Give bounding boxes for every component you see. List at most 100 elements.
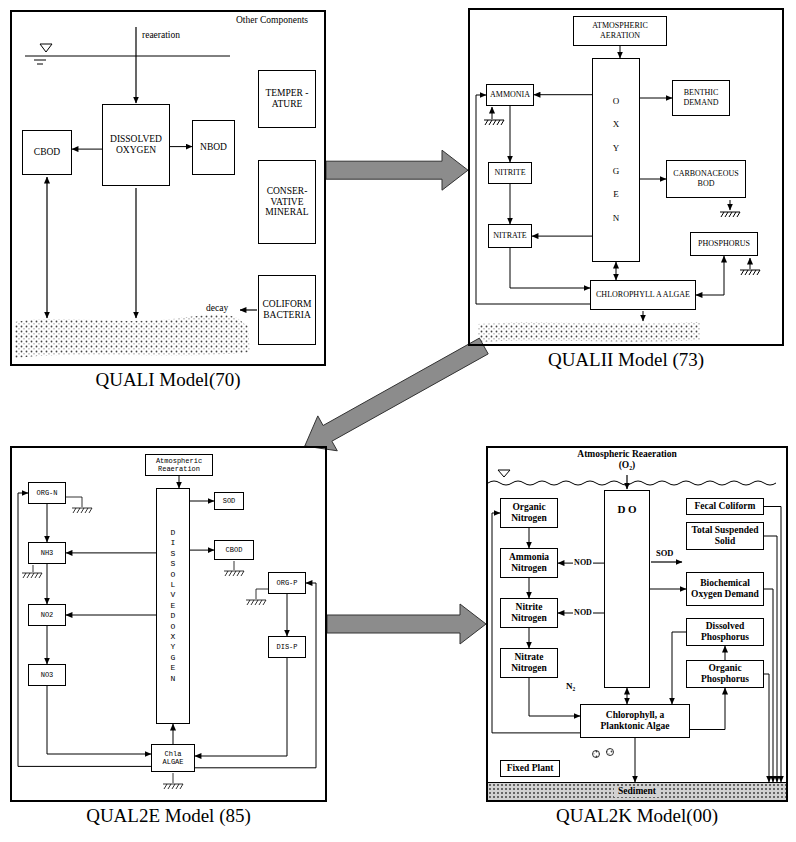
sediment-link [173, 773, 174, 783]
transition-arrow [305, 338, 488, 451]
node-text: PHOSPHORUS [698, 239, 750, 249]
connector [650, 589, 686, 590]
node-text: NO3 [41, 671, 54, 679]
node-text: Organic Phosphorus [689, 663, 761, 685]
connector [764, 536, 777, 782]
connector [510, 248, 590, 288]
node-text: Atmospheric Reaeration [147, 457, 211, 474]
node-text: Organic Nitrogen [503, 502, 555, 524]
process-box: ORG-N [28, 482, 66, 504]
process-box: Organic Phosphorus [686, 660, 764, 688]
node-text: CARBONACEOUS BOD [669, 169, 743, 188]
connector [725, 646, 726, 660]
model-panel: QUALII Model (73)ATMOSPHERIC AERATIONAMM… [468, 8, 784, 346]
process-box: DISSOLVED OXYGEN [102, 104, 170, 186]
process-box: Nitrite Nitrogen [500, 598, 558, 628]
connector [529, 528, 530, 548]
sediment-band: Sediment [488, 782, 786, 800]
sediment-link [33, 565, 34, 572]
connector [173, 724, 174, 744]
node-text: NO2 [41, 611, 54, 619]
annotation-label: Other Components [236, 15, 308, 26]
process-box: NBOD [192, 120, 235, 175]
process-box: Fixed Plant [500, 760, 560, 777]
process-box: DIS-P [268, 636, 306, 658]
sediment-symbol [224, 571, 244, 576]
sediment-bed [15, 315, 250, 358]
node-text: NITRATE [493, 231, 526, 241]
connector [764, 674, 769, 782]
connector [47, 564, 48, 604]
node-text: NH3 [41, 549, 54, 557]
node-text: Nitrite Nitrogen [503, 602, 555, 624]
sediment-symbol [163, 784, 183, 789]
model-caption: QUALI Model(70) [12, 370, 324, 391]
connector [529, 678, 580, 716]
sediment-symbol [22, 573, 42, 578]
node-text: NBOD [200, 142, 227, 153]
oxygen-column: D O [604, 490, 650, 688]
process-box: CONSER- VATIVE MINERAL [258, 160, 316, 244]
connector [72, 149, 102, 150]
sediment-symbol [740, 270, 760, 275]
water-level-symbol [40, 44, 52, 52]
process-box: Nitrate Nitrogen [500, 648, 558, 678]
node-text: CHLOROPHYLL A ALGAE [596, 290, 690, 300]
connector [672, 632, 686, 704]
node-text: COLIFORM BACTERIA [261, 299, 313, 321]
annotation-label: reaeration [142, 30, 180, 41]
sediment-link [256, 589, 268, 599]
node-text: NITRITE [494, 168, 525, 178]
node-text: CBOD [34, 147, 60, 158]
connector [616, 262, 617, 280]
connector [529, 578, 530, 598]
node-text: Total Suspended Solid [689, 525, 761, 547]
connector [179, 476, 180, 488]
annotation-label: N₂ [566, 682, 575, 692]
node-text: Biochemical Oxygen Demand [689, 578, 761, 600]
connector [66, 615, 156, 616]
process-box: Chlorophyll, a Planktonic Algae [580, 704, 690, 738]
node-text: DISSOLVED OXYGEN [169, 528, 177, 684]
connector [195, 658, 287, 756]
model-caption: QUAL2E Model (85) [12, 806, 325, 827]
process-box: NO2 [28, 604, 66, 626]
node-text: CONSER- VATIVE MINERAL [261, 186, 313, 219]
process-box: Organic Nitrogen [500, 498, 558, 528]
sediment-symbol [720, 212, 740, 217]
node-text: TEMPER -ATURE [261, 88, 313, 110]
node-text: Chlorophyll, a Planktonic Algae [583, 710, 687, 732]
process-box: BENTHIC DEMAND [672, 80, 730, 116]
transition-arrow [327, 604, 486, 644]
node-text: Dissolved Phosphorus [689, 621, 761, 643]
release-arrow [492, 107, 493, 119]
process-box: Chla ALGAE [151, 744, 195, 772]
process-box: SOD [214, 492, 244, 510]
node-text: OXYGEN [612, 90, 621, 230]
settling-arrow [730, 200, 731, 210]
node-text: Sediment [614, 786, 660, 797]
connector [696, 256, 724, 295]
process-box: ORG-P [268, 572, 306, 594]
water-surface [488, 481, 776, 485]
sediment-symbol [72, 508, 92, 513]
oxygen-column: OXYGEN [592, 58, 640, 262]
process-box: Dissolved Phosphorus [686, 618, 764, 646]
exchange-arrow [46, 177, 47, 318]
connector [640, 98, 672, 99]
node-text: Ammonia Nitrogen [503, 552, 555, 574]
model-panel: QUALI Model(70)CBODDISSOLVED OXYGENNBODT… [10, 10, 326, 366]
sediment-symbol [484, 120, 504, 125]
transition-arrow [326, 150, 468, 190]
connector [627, 688, 628, 704]
node-text: SOD [223, 497, 236, 505]
sediment-symbol [246, 600, 266, 605]
sediment-link [234, 561, 235, 570]
reaeration-arrow [626, 475, 627, 489]
settling-arrow [643, 311, 644, 321]
connector [635, 738, 636, 782]
connector [195, 583, 316, 768]
connector [690, 688, 725, 730]
process-box: Atmospheric Reaeration [145, 454, 213, 476]
connector [640, 179, 666, 180]
